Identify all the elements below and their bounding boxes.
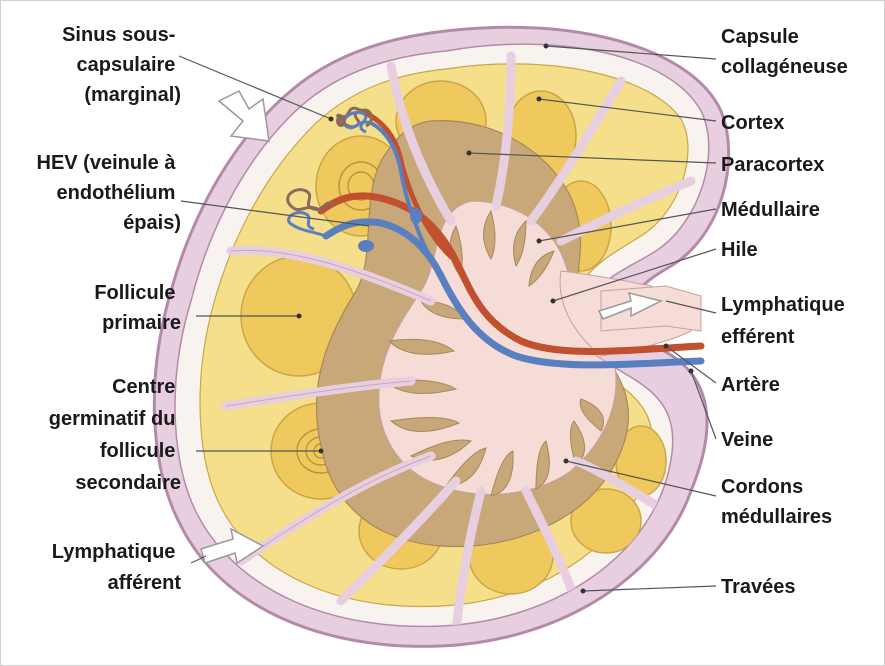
label-sinus-sous-capsulaire: Sinus sous- capsulaire (marginal) <box>62 24 181 106</box>
label-medullaire: Médullaire <box>721 199 820 221</box>
label-travees: Travées <box>721 576 796 598</box>
label-paracortex: Paracortex <box>721 154 824 176</box>
label-hile: Hile <box>721 239 758 261</box>
label-lymphatique-afferent: Lymphatique afférent <box>52 541 182 594</box>
label-veine: Veine <box>721 429 773 451</box>
afferent-arrow-top <box>219 91 269 141</box>
label-artere: Artère <box>721 374 780 396</box>
label-cortex: Cortex <box>721 112 784 134</box>
label-lymphatique-efferent: Lymphatique efférent <box>721 294 850 348</box>
label-cordons-medullaires: Cordons médullaires <box>721 476 832 528</box>
label-capsule: Capsule collagéneuse <box>721 26 848 78</box>
label-hev: HEV (veinule à endothélium épais) <box>37 152 182 234</box>
